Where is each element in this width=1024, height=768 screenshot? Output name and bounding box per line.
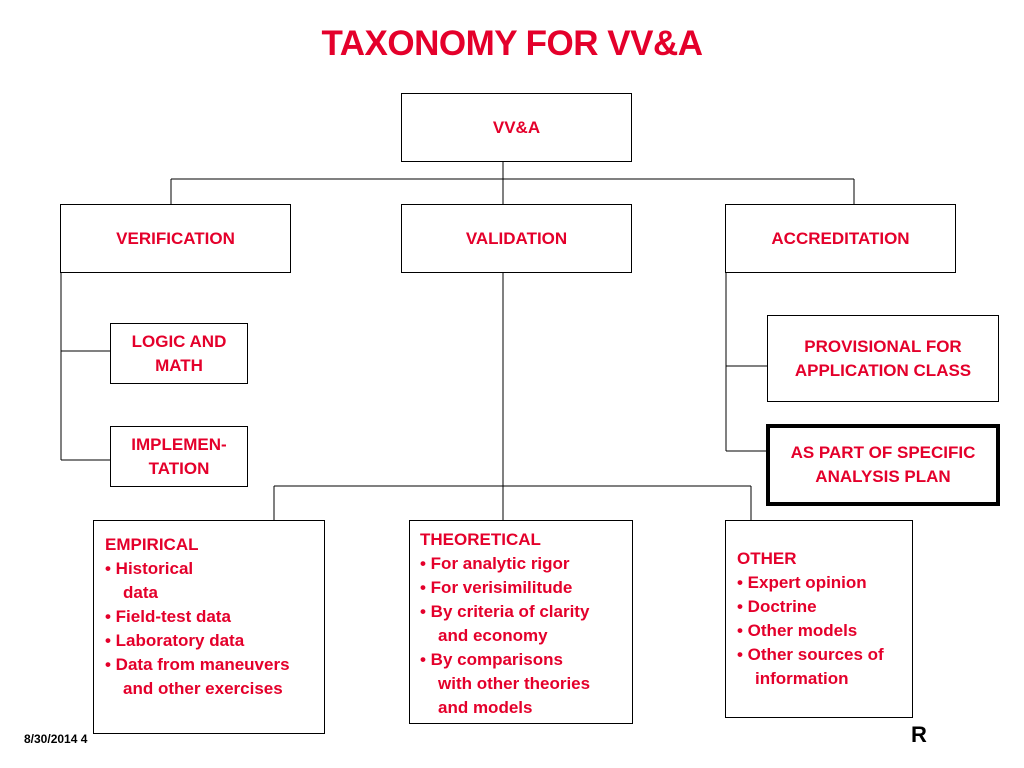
other-list: OTHER • Expert opinion • Doctrine • Othe… (737, 547, 884, 691)
theoretical-item-comparisons: • By comparisons (420, 650, 563, 669)
empirical-item-historical-cont: data (123, 583, 158, 602)
implementation-line-1: IMPLEMEN- (131, 434, 227, 454)
specific-line-1: AS PART OF SPECIFIC (790, 443, 976, 462)
implementation-line-2: TATION (148, 458, 210, 478)
theoretical-heading: THEORETICAL (420, 530, 541, 549)
theoretical-item-rigor: • For analytic rigor (420, 554, 570, 573)
page-title: TAXONOMY FOR VV&A (321, 24, 703, 63)
other-item-doctrine: • Doctrine (737, 597, 817, 616)
empirical-box: EMPIRICAL • Historical data • Field-test… (93, 520, 325, 734)
verification-box: VERIFICATION (60, 204, 291, 273)
logic-math-box: LOGIC AND MATH (110, 323, 248, 384)
other-item-sources: • Other sources of (737, 645, 884, 664)
logic-math-line-1: LOGIC AND (131, 331, 227, 351)
empirical-item-maneuvers: • Data from maneuvers (105, 655, 290, 674)
footer-date: 8/30/2014 4 (24, 732, 88, 746)
footer-mark: R (911, 722, 927, 747)
theoretical-box: THEORETICAL • For analytic rigor • For v… (409, 520, 633, 724)
specific-line-2: ANALYSIS PLAN (815, 467, 951, 486)
theoretical-item-comparisons-cont-2: and models (438, 698, 533, 717)
other-item-models: • Other models (737, 621, 858, 640)
empirical-item-field-test: • Field-test data (105, 607, 231, 626)
empirical-item-historical: • Historical (105, 559, 194, 578)
validation-label: VALIDATION (465, 228, 568, 248)
empirical-heading: EMPIRICAL (105, 535, 199, 554)
theoretical-item-verisimilitude: • For verisimilitude (420, 578, 573, 597)
other-item-expert: • Expert opinion (737, 573, 867, 592)
theoretical-item-clarity-cont: and economy (438, 626, 548, 645)
empirical-item-laboratory: • Laboratory data (105, 631, 245, 650)
theoretical-item-comparisons-cont-1: with other theories (438, 674, 591, 693)
provisional-line-2: APPLICATION CLASS (794, 360, 972, 380)
specific-analysis-box: AS PART OF SPECIFIC ANALYSIS PLAN (766, 424, 1000, 506)
accreditation-box: ACCREDITATION (725, 204, 956, 273)
theoretical-item-clarity: • By criteria of clarity (420, 602, 590, 621)
empirical-list: EMPIRICAL • Historical data • Field-test… (105, 533, 290, 701)
implementation-box: IMPLEMEN- TATION (110, 426, 248, 487)
other-box: OTHER • Expert opinion • Doctrine • Othe… (725, 520, 913, 718)
theoretical-list: THEORETICAL • For analytic rigor • For v… (420, 528, 590, 720)
accreditation-label: ACCREDITATION (771, 228, 910, 248)
other-heading: OTHER (737, 549, 797, 568)
logic-math-line-2: MATH (155, 355, 203, 375)
provisional-line-1: PROVISIONAL FOR (804, 336, 962, 356)
provisional-box: PROVISIONAL FOR APPLICATION CLASS (767, 315, 999, 402)
validation-box: VALIDATION (401, 204, 632, 273)
empirical-item-maneuvers-cont: and other exercises (123, 679, 283, 698)
other-item-sources-cont: information (755, 669, 849, 688)
vva-root-box: VV&A (401, 93, 632, 162)
vva-root-label: VV&A (492, 117, 541, 137)
verification-label: VERIFICATION (116, 228, 235, 248)
